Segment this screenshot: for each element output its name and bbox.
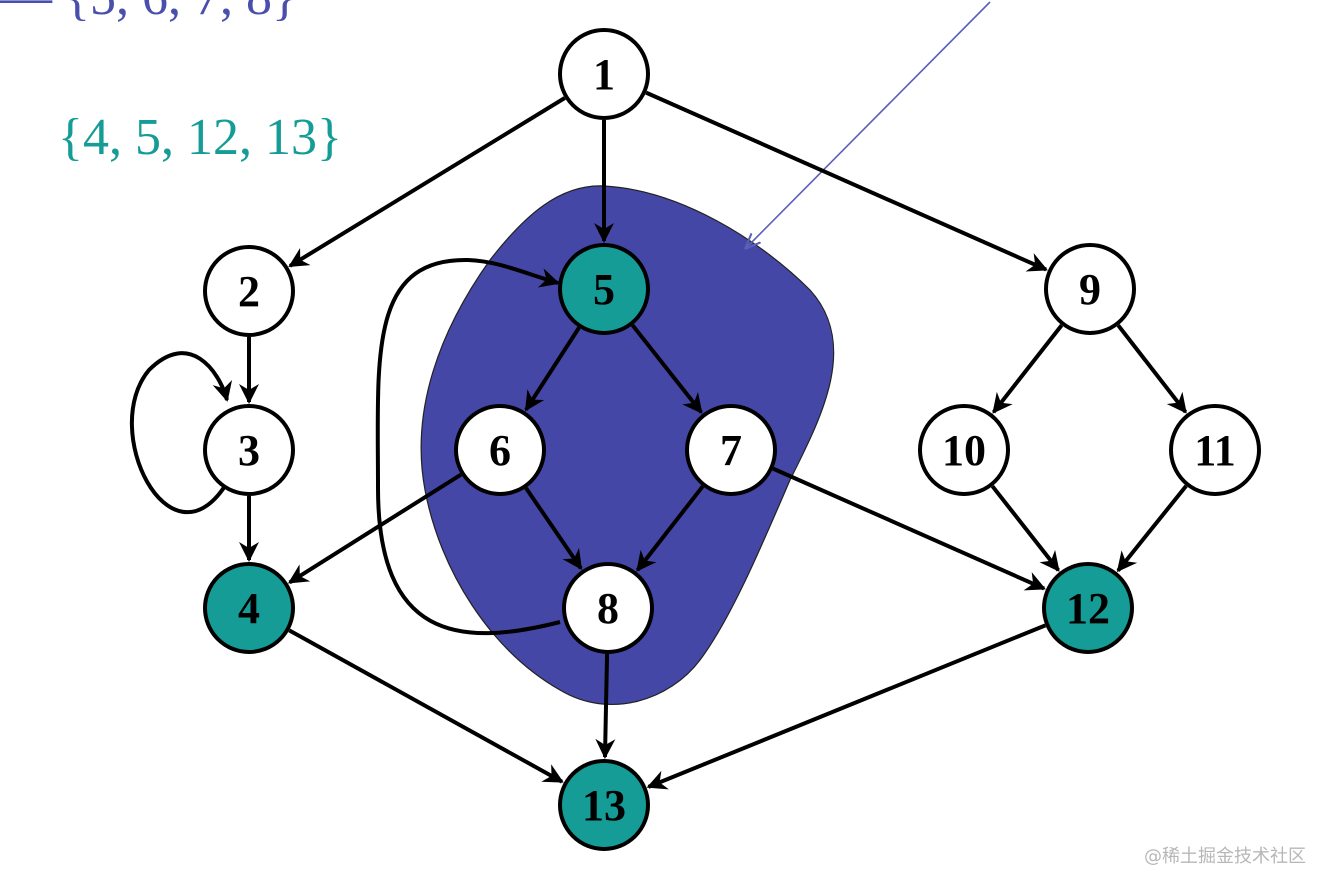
edge-layer — [130, 90, 1188, 790]
node-6: 6 — [454, 404, 546, 496]
edge-3-to-3 — [130, 351, 233, 515]
edge-7-to-8 — [635, 485, 705, 572]
edge-8-to-5 — [375, 257, 561, 636]
node-circle-5 — [558, 243, 650, 335]
region-pointer-arrow — [746, 1, 991, 248]
node-5: 5 — [558, 243, 650, 335]
node-label-8: 8 — [597, 584, 619, 633]
edge-4-to-13 — [288, 628, 564, 784]
node-label-13: 13 — [582, 781, 626, 830]
node-circle-12 — [1042, 562, 1134, 654]
node-label-4: 4 — [238, 584, 260, 633]
edge-9-to-10 — [992, 323, 1064, 414]
node-circle-7 — [685, 404, 777, 496]
node-circle-4 — [203, 562, 295, 654]
node-circle-10 — [918, 404, 1010, 496]
watermark-text: @稀土掘金技术社区 — [1144, 846, 1306, 867]
node-label-2: 2 — [238, 267, 260, 316]
node-circle-9 — [1044, 243, 1136, 335]
node-13: 13 — [558, 759, 650, 851]
set-label-bottom: {4, 5, 12, 13} — [58, 109, 342, 166]
node-3: 3 — [203, 404, 295, 496]
node-circle-8 — [562, 562, 654, 654]
edge-10-to-12 — [990, 484, 1060, 572]
node-12: 12 — [1042, 562, 1134, 654]
node-circle-13 — [558, 759, 650, 851]
node-circle-1 — [558, 28, 650, 120]
node-label-10: 10 — [942, 426, 986, 475]
edge-6-to-4 — [287, 472, 463, 585]
node-7: 7 — [685, 404, 777, 496]
node-10: 10 — [918, 404, 1010, 496]
node-circle-2 — [203, 245, 295, 337]
edge-11-to-12 — [1116, 484, 1188, 573]
node-4: 4 — [203, 562, 295, 654]
set-label-top: — {5, 6, 7, 8} — [0, 0, 297, 24]
edge-8-to-13 — [595, 653, 616, 760]
node-11: 11 — [1169, 404, 1261, 496]
node-label-9: 9 — [1079, 265, 1101, 314]
edge-5-to-7 — [630, 323, 703, 414]
node-circle-6 — [454, 404, 546, 496]
node-circle-3 — [203, 404, 295, 496]
node-label-1: 1 — [593, 50, 615, 99]
loop-region — [420, 185, 835, 705]
node-label-6: 6 — [489, 426, 511, 475]
node-label-7: 7 — [720, 426, 742, 475]
edge-7-to-12 — [772, 466, 1046, 591]
node-circle-11 — [1169, 404, 1261, 496]
edge-5-to-6 — [524, 326, 581, 412]
edge-9-to-11 — [1116, 324, 1188, 414]
node-label-3: 3 — [238, 426, 260, 475]
node-9: 9 — [1044, 243, 1136, 335]
node-label-11: 11 — [1194, 426, 1236, 475]
node-1: 1 — [558, 28, 650, 120]
node-2: 2 — [203, 245, 295, 337]
edge-12-to-13 — [646, 623, 1047, 790]
node-8: 8 — [562, 562, 654, 654]
edge-1-to-9 — [645, 90, 1048, 272]
node-label-5: 5 — [593, 265, 615, 314]
node-label-12: 12 — [1066, 584, 1110, 633]
edge-1-to-2 — [288, 96, 566, 268]
edge-6-to-8 — [524, 486, 583, 571]
